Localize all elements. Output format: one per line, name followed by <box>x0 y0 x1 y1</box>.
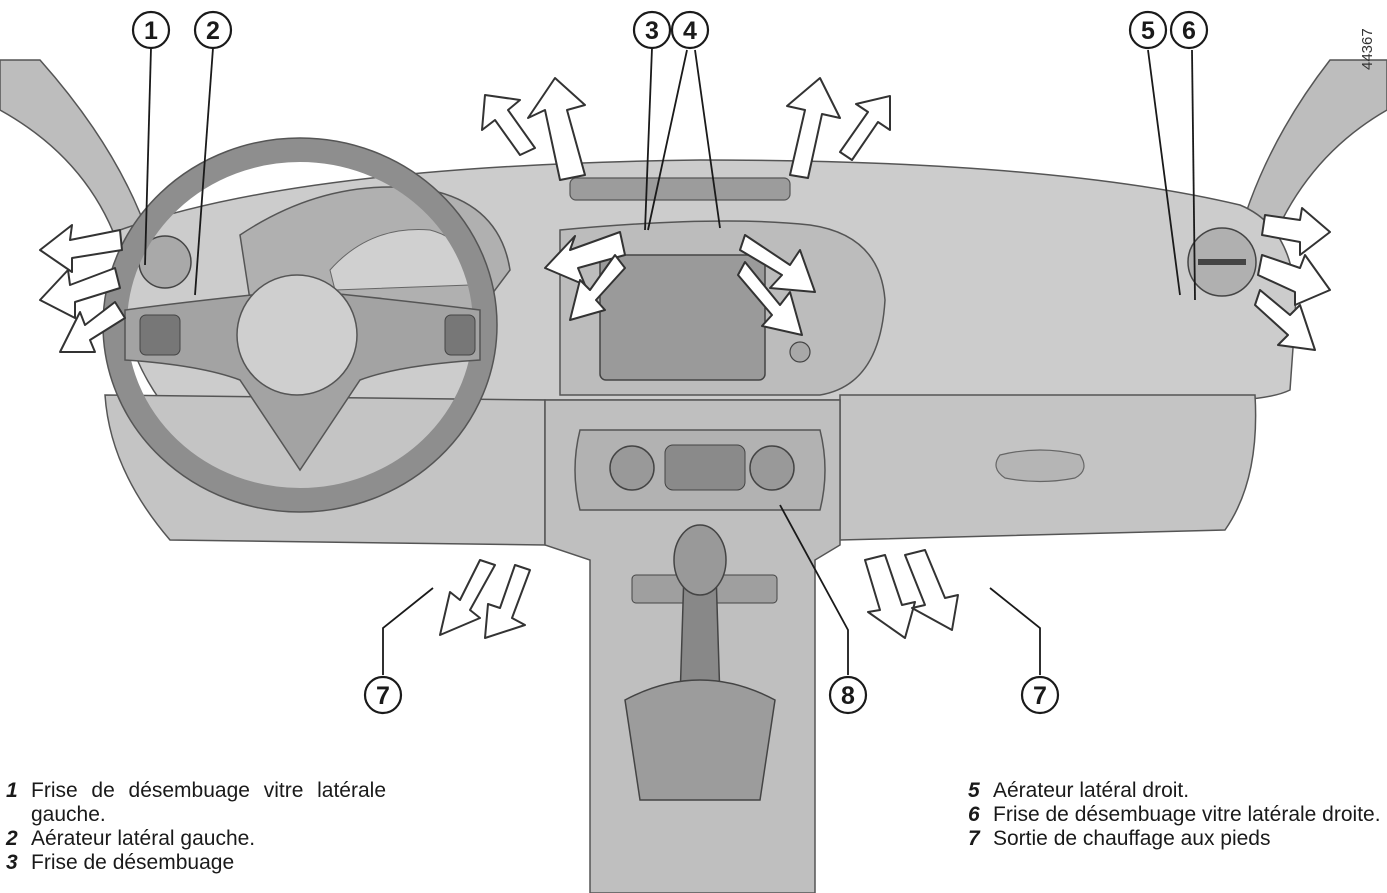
figure-ref-code: 44367 <box>1359 28 1376 70</box>
left-pillar <box>0 59 151 251</box>
legend-item-7: 7 Sortie de chauffage aux pieds <box>968 827 1383 851</box>
callout-3: 3 <box>632 10 672 50</box>
legend-num: 6 <box>968 803 980 826</box>
legend-text: Frise de désembuage <box>31 851 235 874</box>
svg-text:6: 6 <box>1182 17 1196 45</box>
leader-5 <box>1147 49 1181 296</box>
legend-num: 2 <box>6 827 18 850</box>
climate-knob-right <box>749 445 795 491</box>
callout-2: 2 <box>193 10 233 50</box>
leader-1 <box>144 47 152 266</box>
steering-wheel-hub <box>236 274 358 396</box>
leader-8 <box>779 504 849 675</box>
legend-num: 5 <box>968 779 980 802</box>
legend-item-1: 1 Frise de désembuage vitre laté­rale ga… <box>6 779 386 827</box>
leader-2 <box>194 47 214 296</box>
left-wheel-buttons <box>139 314 181 356</box>
leader-6 <box>1191 49 1196 301</box>
leader-7-left <box>382 587 434 675</box>
leader-4a <box>647 49 688 231</box>
svg-text:7: 7 <box>1033 682 1047 710</box>
legend-text: Aérateur latéral droit. <box>993 779 1190 802</box>
climate-buttons <box>664 444 746 491</box>
gear-knob <box>673 524 727 596</box>
svg-text:3: 3 <box>645 17 659 45</box>
callout-8: 8 <box>828 675 868 715</box>
legend-item-5: 5 Aérateur latéral droit. <box>968 779 1383 803</box>
leader-7-right <box>989 587 1041 675</box>
airflow-arrows <box>39 77 1331 639</box>
callout-7-right: 7 <box>1020 675 1060 715</box>
gear-boot <box>624 679 776 801</box>
right-wheel-buttons <box>444 314 476 356</box>
legend-text: Aérateur latéral gauche. <box>31 827 256 850</box>
svg-text:8: 8 <box>841 682 855 710</box>
legend-item-2: 2 Aérateur latéral gauche. <box>6 827 386 851</box>
callout-5: 5 <box>1128 10 1168 50</box>
glovebox-handle <box>995 449 1085 483</box>
svg-text:5: 5 <box>1141 17 1155 45</box>
center-screen <box>599 254 766 381</box>
windshield-demist-vent <box>569 177 791 201</box>
legend-text: Sortie de chauffage aux pieds <box>993 827 1271 850</box>
callout-6: 6 <box>1169 10 1209 50</box>
legend-text: Frise de désembuage vitre laté­rale gauc… <box>31 779 386 826</box>
svg-text:4: 4 <box>683 17 697 45</box>
svg-text:1: 1 <box>144 17 158 45</box>
legend-num: 3 <box>6 851 18 874</box>
legend-right: 5 Aérateur latéral droit. 6 Frise de dés… <box>968 779 1383 851</box>
legend-item-3: 3 Frise de désembuage <box>6 851 386 875</box>
legend-text: Frise de désembuage vitre laté­rale droi… <box>993 803 1381 826</box>
svg-text:2: 2 <box>206 17 220 45</box>
callout-1: 1 <box>131 10 171 50</box>
center-knob <box>789 341 811 363</box>
legend-num: 7 <box>968 827 980 850</box>
leader-3 <box>644 47 653 231</box>
legend-item-6: 6 Frise de désembuage vitre laté­rale dr… <box>968 803 1383 827</box>
callout-7-left: 7 <box>363 675 403 715</box>
svg-text:7: 7 <box>376 682 390 710</box>
legend-left: 1 Frise de désembuage vitre laté­rale ga… <box>6 779 386 875</box>
legend-num: 1 <box>6 779 18 802</box>
leader-4b <box>694 49 721 229</box>
climate-knob-left <box>609 445 655 491</box>
callout-4: 4 <box>670 10 710 50</box>
